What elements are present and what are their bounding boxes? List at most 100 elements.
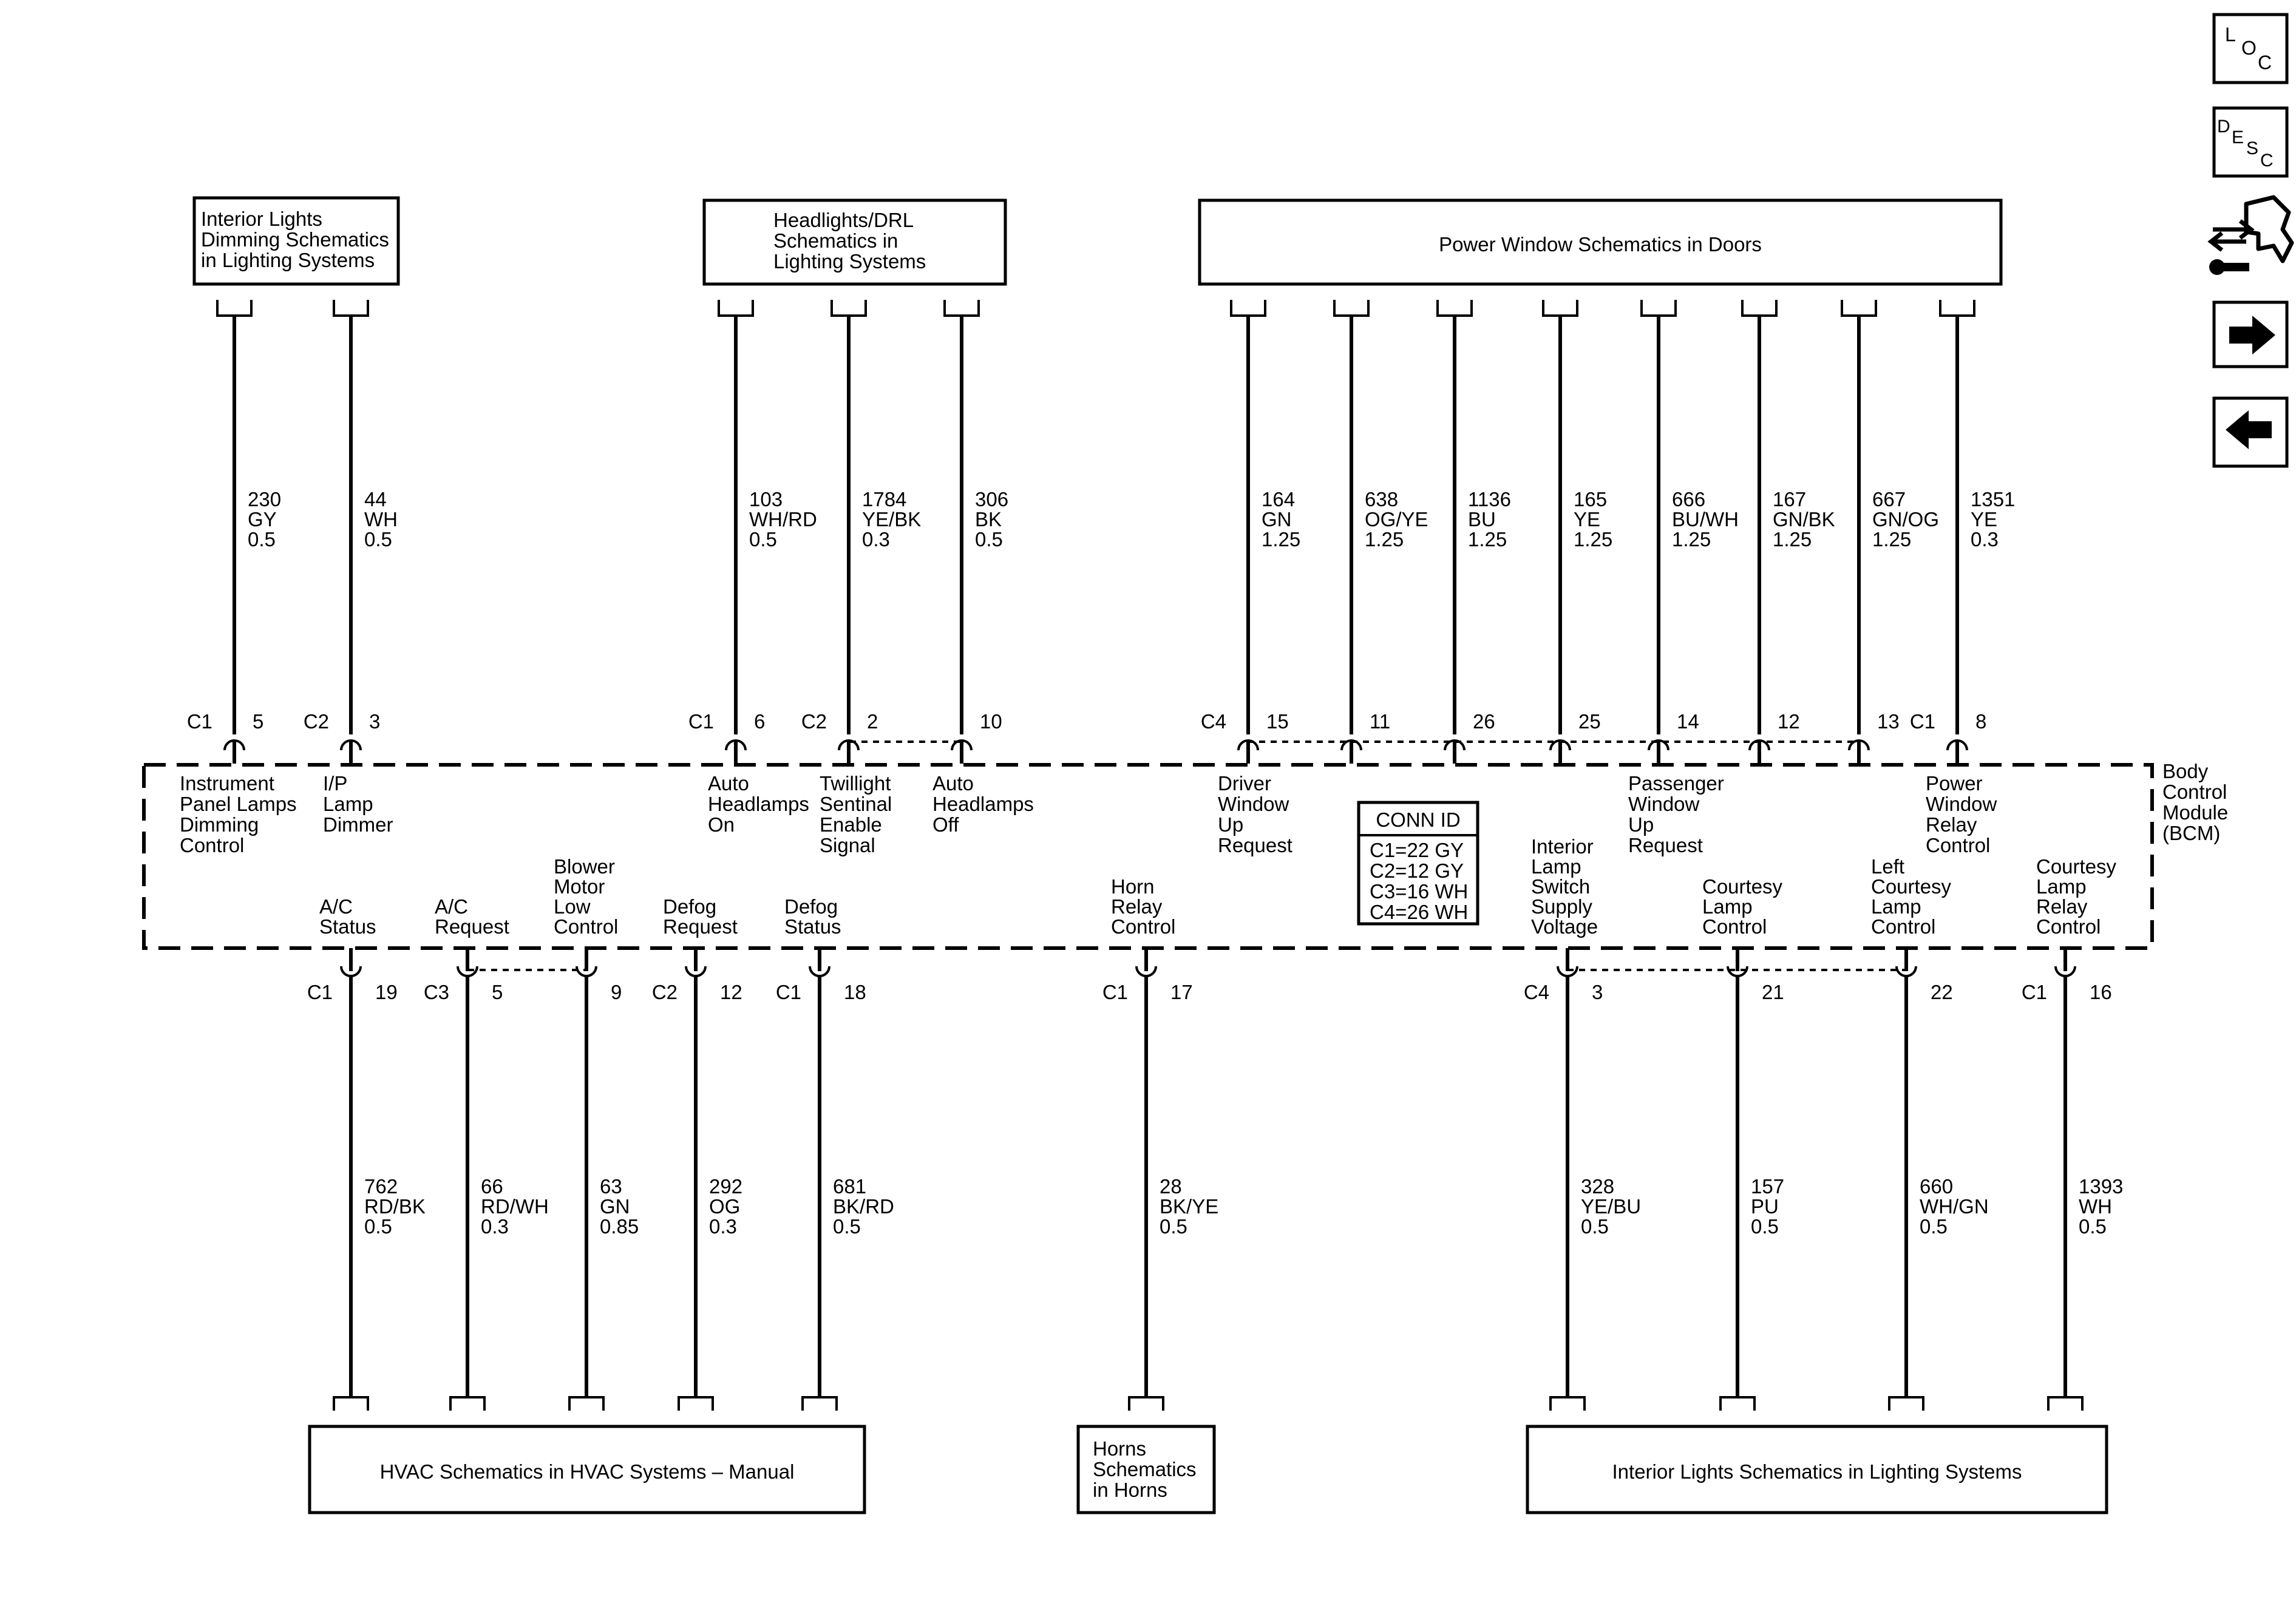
pin-number: 11 [1370, 710, 1390, 733]
wire-gauge: 0.5 [749, 528, 777, 551]
bcm-name-line: (BCM) [2162, 822, 2220, 844]
interior-lights-box[interactable]: Interior Lights Schematics in Lighting S… [1526, 1425, 2108, 1514]
signal-label: Interior [1531, 835, 1594, 858]
wire-color: WH/GN [1920, 1195, 1989, 1218]
pin-number: 8 [1975, 710, 1986, 733]
wire-gauge: 0.5 [1160, 1215, 1187, 1238]
pin-number: 21 [1762, 981, 1784, 1003]
pin-number: 17 [1170, 981, 1193, 1003]
signal-label: Defog [663, 895, 716, 918]
wire-gauge: 1.25 [1773, 528, 1812, 551]
pin-icon [1340, 739, 1362, 751]
prev-page-button[interactable] [2212, 396, 2289, 468]
wire-color: BK [975, 508, 1002, 531]
power-window-box[interactable]: Power Window Schematics in Doors [1198, 198, 2003, 286]
signal-label: Status [784, 915, 841, 938]
desc-button[interactable]: D E S C [2212, 106, 2289, 178]
signal-label: A/C [435, 895, 468, 918]
wire-gauge: 1.25 [1262, 528, 1300, 551]
loc-letter-o: O [2241, 37, 2257, 59]
circuit-number: 660 [1920, 1175, 1953, 1198]
loc-letter-c: C [2258, 52, 2272, 73]
pin-number: 19 [375, 981, 398, 1003]
terminal-icon [1719, 1396, 1756, 1411]
wire-gauge: 1.25 [1672, 528, 1711, 551]
headlights-drl-box[interactable]: Headlights/DRL Schematics in Lighting Sy… [702, 198, 1007, 286]
signal-label: Request [1628, 834, 1703, 856]
pin-number: 14 [1677, 710, 1699, 733]
signal-label: Lamp [323, 793, 373, 815]
pin-icon [1237, 739, 1259, 751]
next-page-button[interactable] [2212, 300, 2289, 368]
interior-lights-dimming-box[interactable]: Interior Lights Dimming Schematics in Li… [192, 196, 400, 286]
signal-label: Request [663, 915, 738, 938]
arrow-right-icon [2229, 316, 2275, 354]
circuit-number: 167 [1773, 488, 1806, 510]
wire-color: BK/YE [1160, 1195, 1218, 1218]
terminal-icon [1841, 300, 1877, 317]
wire-gauge: 0.5 [364, 1215, 392, 1238]
terminal-icon [2047, 1396, 2084, 1411]
connector-id: C4 [1524, 981, 1549, 1003]
desc-letter-s: S [2246, 138, 2258, 158]
signal-label: I/P [323, 772, 347, 795]
wire-gauge: 0.5 [1751, 1215, 1779, 1238]
terminal-icon [1549, 1396, 1586, 1411]
wire-gauge: 0.5 [2079, 1215, 2107, 1238]
loc-letter-l: L [2225, 24, 2236, 46]
box-line: Lighting Systems [773, 250, 926, 273]
loc-icon: L O C [2225, 24, 2272, 73]
bcm-name-line: Module [2162, 801, 2228, 824]
hvac-box[interactable]: HVAC Schematics in HVAC Systems – Manual [308, 1425, 866, 1514]
terminal-icon [1128, 1396, 1164, 1411]
signal-label: Lamp [1871, 895, 1921, 918]
terminal-icon [678, 1396, 714, 1411]
wire-color: RD/WH [481, 1195, 549, 1218]
wire-gauge: 1.25 [1468, 528, 1507, 551]
connector-id: C1 [187, 710, 212, 733]
wire-color: YE/BK [862, 508, 921, 531]
pin-number: 9 [611, 981, 622, 1003]
signal-label: Auto [708, 772, 749, 795]
loc-button[interactable]: L O C [2212, 13, 2289, 84]
signal-label: Lamp [2036, 875, 2087, 898]
pin-icon [725, 739, 747, 751]
desc-letter-c: C [2260, 151, 2274, 171]
signal-label: Horn [1111, 875, 1155, 898]
pin-number: 22 [1931, 981, 1953, 1003]
pin-number: 25 [1578, 710, 1601, 733]
wire-gauge: 0.3 [481, 1215, 509, 1238]
terminal-icon [943, 300, 980, 317]
signal-label: Defog [784, 895, 838, 918]
terminal-icon [1640, 300, 1677, 317]
wire-color: BU [1468, 508, 1496, 531]
connector-tool-button[interactable] [2207, 195, 2294, 275]
horns-box[interactable]: Horns Schematics in Horns [1076, 1425, 1216, 1514]
signal-label: Relay [1926, 813, 1977, 836]
terminal-icon [1542, 300, 1578, 317]
